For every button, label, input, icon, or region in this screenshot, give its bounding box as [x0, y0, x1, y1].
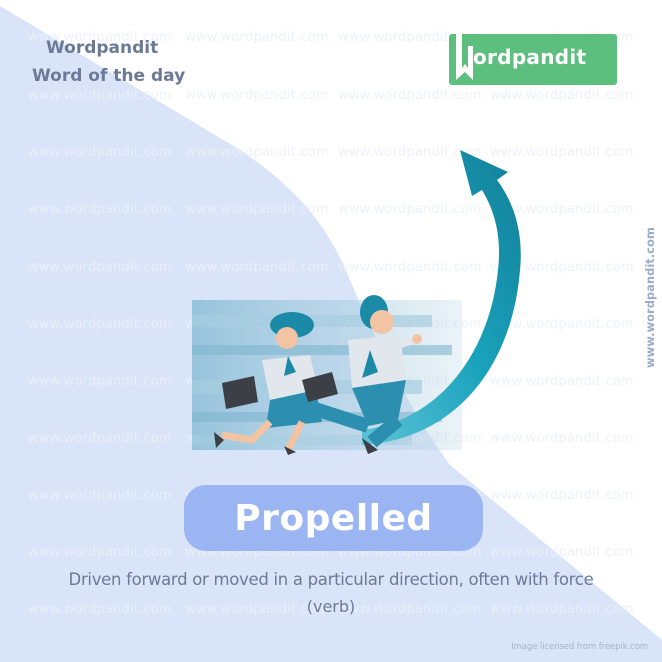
bookmark-w-icon [456, 34, 473, 80]
logo-box [449, 34, 617, 85]
header-subtitle: Word of the day [32, 66, 186, 86]
definition-text: Driven forward or moved in a particular … [68, 570, 594, 589]
word-of-the-day: Propelled [234, 497, 433, 539]
logo-text: ordpandit [473, 45, 587, 69]
license-credit: Image licensed from freepik.com [511, 642, 648, 652]
side-url: www.wordpandit.com [643, 227, 657, 368]
running-business-people-illustration [192, 150, 521, 455]
wordpandit-logo: ordpandit [449, 34, 617, 85]
header-title: Wordpandit [46, 38, 159, 58]
word-pill: Propelled [184, 485, 483, 551]
part-of-speech: (verb) [306, 597, 356, 616]
